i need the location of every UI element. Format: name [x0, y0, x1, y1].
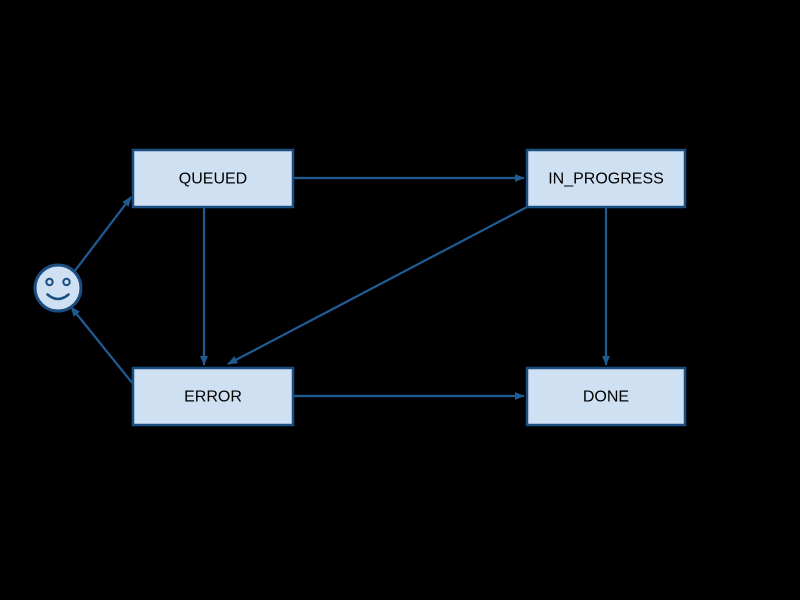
node-queued-box: [131, 148, 295, 209]
node-queued-label: QUEUED: [179, 171, 247, 188]
node-in-progress[interactable]: IN_PROGRESS: [525, 148, 687, 209]
edge-in-progress-to-error-line: [227, 206, 528, 365]
node-done-label: DONE: [583, 389, 629, 406]
node-in-progress-label: IN_PROGRESS: [548, 171, 664, 188]
node-error-label: ERROR: [184, 389, 242, 406]
node-in-progress-box: [525, 148, 687, 209]
node-queued[interactable]: QUEUED: [131, 148, 295, 209]
smiley-left-eye-icon: [45, 277, 54, 287]
node-done-box: [525, 366, 687, 427]
smiley-face-icon: [33, 263, 83, 313]
edge-error-to-start[interactable]: [70, 306, 134, 385]
node-error-box: [131, 366, 295, 427]
edge-start-to-queued[interactable]: [73, 196, 132, 273]
node-done[interactable]: DONE: [525, 366, 687, 427]
node-error[interactable]: ERROR: [131, 366, 295, 427]
smiley-right-eye-icon: [62, 277, 71, 287]
start-state-node[interactable]: [33, 263, 83, 313]
smiley-mouth-icon: [46, 293, 70, 301]
edge-error-to-start-line: [70, 306, 134, 385]
edge-start-to-queued-line: [73, 196, 132, 273]
edge-in-progress-to-error[interactable]: [227, 206, 528, 365]
